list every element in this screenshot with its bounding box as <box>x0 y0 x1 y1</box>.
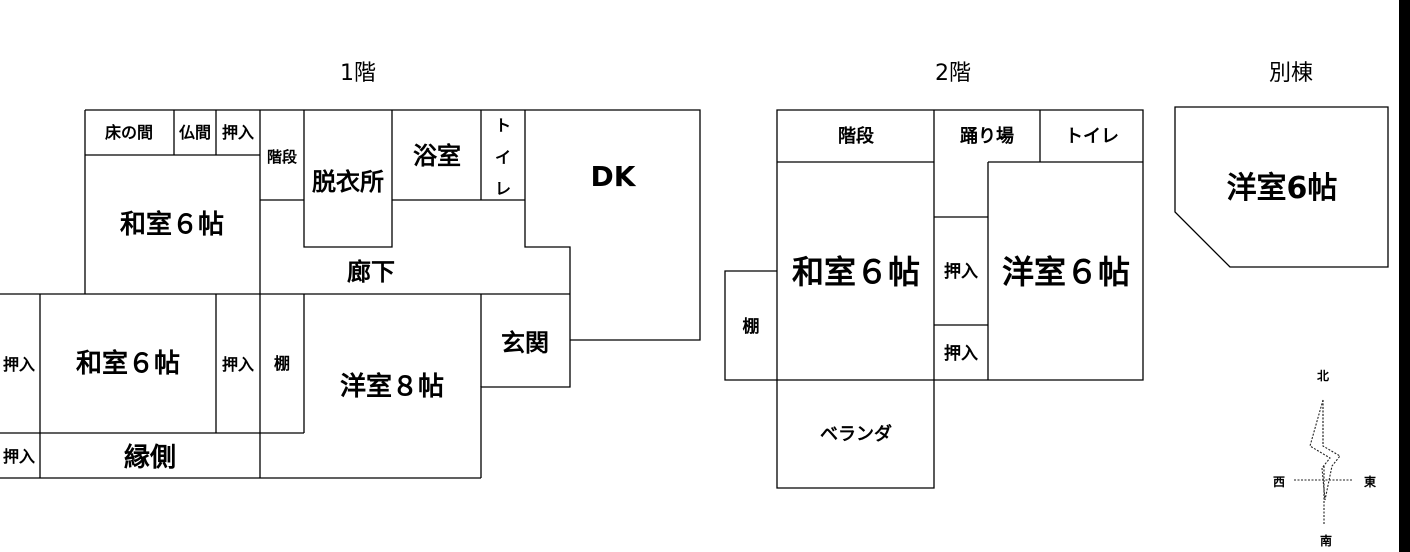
room-label-youshitsu-annex: 洋室6帖 <box>1227 171 1338 206</box>
compass-south-label: 南 <box>1320 533 1332 548</box>
room-label-toilet-1f-c: レ <box>495 179 511 198</box>
room-label-stairs-2f: 階段 <box>838 125 875 147</box>
page-edge-bar <box>1399 0 1410 552</box>
second-floor-plan: 2階 階段 踊り場 トイレ 和室６帖 押入 洋室６帖 棚 押入 ベランダ <box>724 61 1144 489</box>
room-label-toilet-2f: トイレ <box>1065 126 1119 147</box>
first-floor-walls <box>0 109 701 479</box>
room-label-shelf-2f: 棚 <box>743 316 760 337</box>
room-label-corridor: 廊下 <box>347 258 395 286</box>
first-floor-plan: 1階 床の間 仏間 押入 階段 脱衣所 浴室 ト <box>0 61 701 479</box>
room-label-washitsu-top: 和室６帖 <box>120 209 224 240</box>
compass-north-label: 北 <box>1317 368 1329 383</box>
room-label-shelf-1f: 棚 <box>274 354 290 373</box>
room-label-dk: DK <box>591 160 637 193</box>
room-label-oshiire-2f-b: 押入 <box>944 343 978 364</box>
second-floor-walls <box>724 109 1144 489</box>
room-label-oshiire-left: 押入 <box>3 355 35 374</box>
room-label-genkan: 玄関 <box>501 329 549 357</box>
annex-title: 別棟 <box>1269 61 1313 86</box>
compass: 北 西 東 南 <box>1273 368 1376 548</box>
second-floor-title: 2階 <box>935 61 971 86</box>
room-label-engawa: 縁側 <box>124 442 176 473</box>
room-label-toilet-1f-b: イ <box>495 148 511 167</box>
room-label-tokonoma: 床の間 <box>105 123 153 142</box>
room-label-washitsu-2f: 和室６帖 <box>792 253 920 291</box>
room-label-dressing: 脱衣所 <box>312 168 384 196</box>
room-label-oshiire-2f-a: 押入 <box>944 261 978 282</box>
room-label-oshiire-bottom: 押入 <box>3 447 35 466</box>
compass-needle-icon <box>1294 399 1352 524</box>
room-label-stairs-1f: 階段 <box>267 148 297 166</box>
room-label-youshitsu-2f: 洋室６帖 <box>1002 253 1130 291</box>
room-label-veranda: ベランダ <box>820 423 892 445</box>
room-label-toilet-1f-a: ト <box>495 116 511 135</box>
room-label-butsuma: 仏間 <box>179 123 211 142</box>
room-label-oshiire-top: 押入 <box>222 123 254 142</box>
room-label-youshitsu-1f: 洋室８帖 <box>340 371 444 402</box>
room-label-bath: 浴室 <box>413 142 461 170</box>
room-label-landing: 踊り場 <box>960 126 1014 147</box>
annex-walls <box>1174 106 1389 268</box>
room-label-oshiire-mid: 押入 <box>222 355 254 374</box>
compass-east-label: 東 <box>1364 474 1376 489</box>
first-floor-title: 1階 <box>340 61 376 86</box>
room-label-washitsu-bottom: 和室６帖 <box>76 348 180 379</box>
annex-plan: 別棟 洋室6帖 <box>1174 61 1389 268</box>
compass-west-label: 西 <box>1273 475 1285 489</box>
